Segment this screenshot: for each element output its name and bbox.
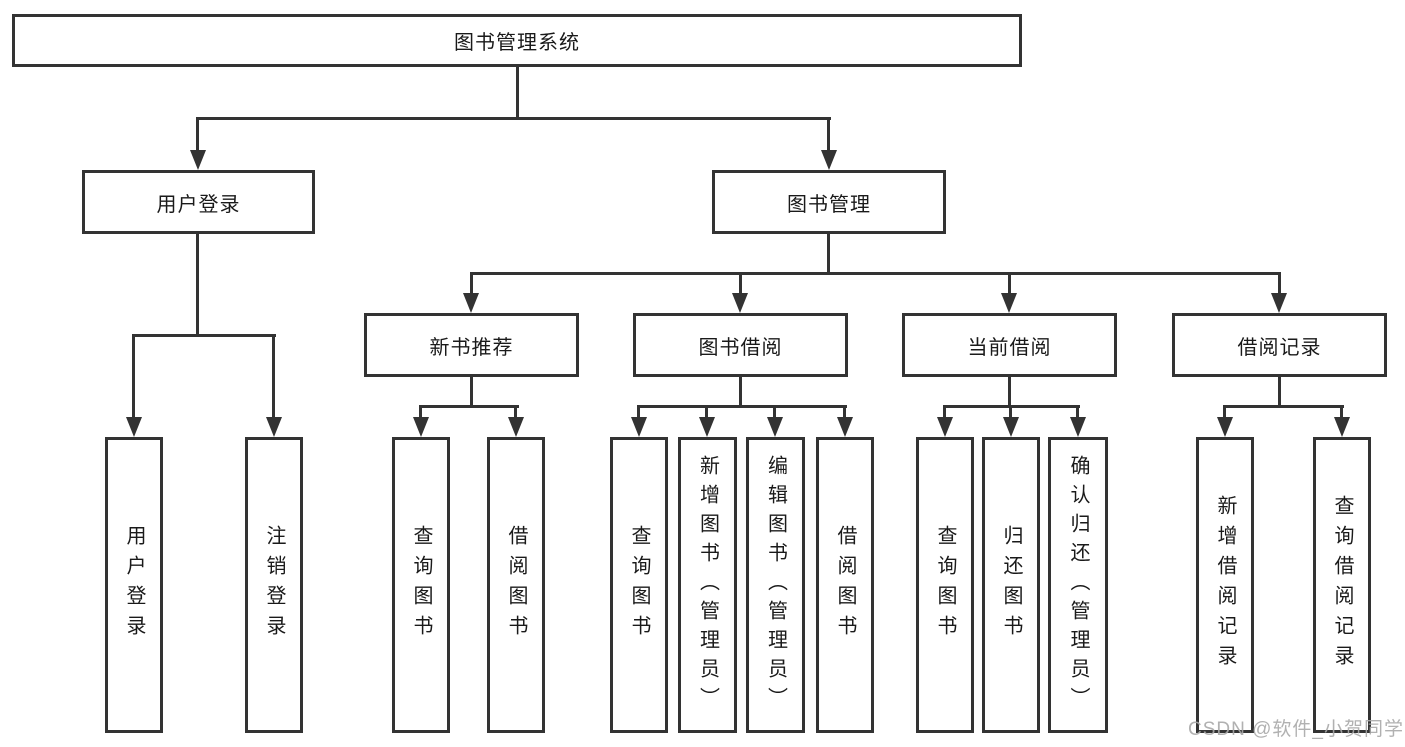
connector-line — [272, 334, 275, 417]
node-book-borrowing: 图书借阅 — [633, 313, 848, 377]
leaf-query-books-borrowing: 查询图书 — [610, 437, 668, 733]
leaf-query-books-current: 查询图书 — [916, 437, 974, 733]
connector-line — [514, 405, 517, 417]
arrow-down-icon — [631, 417, 647, 437]
connector-line — [132, 334, 135, 417]
arrow-down-icon — [1001, 293, 1017, 313]
node-current-borrowing: 当前借阅 — [902, 313, 1117, 377]
node-borrowing-records: 借阅记录 — [1172, 313, 1387, 377]
leaf-borrow-books-borrowing: 借阅图书 — [816, 437, 874, 733]
connector-line — [843, 405, 846, 417]
leaf-confirm-return-admin: 确认归还（管理员） — [1048, 437, 1108, 733]
connector-line — [637, 405, 640, 417]
connector-line — [516, 67, 519, 119]
arrow-down-icon — [1003, 417, 1019, 437]
leaf-edit-books-admin: 编辑图书（管理员） — [746, 437, 805, 733]
csdn-watermark: CSDN @软件_小贺同学 — [1188, 719, 1404, 740]
node-user-login: 用户登录 — [82, 170, 315, 234]
connector-line — [470, 377, 473, 408]
arrow-down-icon — [463, 293, 479, 313]
connector-line — [470, 272, 1281, 275]
connector-line — [1278, 377, 1281, 408]
connector-line — [1223, 405, 1344, 408]
connector-line — [196, 234, 199, 337]
arrow-down-icon — [821, 150, 837, 170]
leaf-query-borrow-record: 查询借阅记录 — [1313, 437, 1371, 733]
connector-line — [196, 117, 199, 150]
connector-line — [1076, 405, 1079, 417]
arrow-down-icon — [266, 417, 282, 437]
arrow-down-icon — [1217, 417, 1233, 437]
leaf-user-login: 用户登录 — [105, 437, 163, 733]
arrow-down-icon — [767, 417, 783, 437]
connector-line — [739, 377, 742, 408]
arrow-down-icon — [937, 417, 953, 437]
connector-line — [1223, 405, 1226, 417]
connector-line — [1008, 377, 1011, 408]
leaf-borrow-books-recommend: 借阅图书 — [487, 437, 545, 733]
connector-line — [1008, 272, 1011, 293]
connector-line — [637, 405, 847, 408]
arrow-down-icon — [1271, 293, 1287, 313]
connector-line — [470, 272, 473, 293]
connector-line — [196, 117, 831, 120]
node-new-book-recommendation: 新书推荐 — [364, 313, 579, 377]
connector-line — [773, 405, 776, 417]
connector-line — [827, 234, 830, 275]
arrow-down-icon — [413, 417, 429, 437]
connector-line — [1278, 272, 1281, 293]
connector-line — [1340, 405, 1343, 417]
connector-line — [827, 117, 830, 150]
arrow-down-icon — [837, 417, 853, 437]
connector-line — [739, 272, 742, 293]
connector-line — [1009, 405, 1012, 417]
connector-line — [705, 405, 708, 417]
node-library-management-system: 图书管理系统 — [12, 14, 1022, 67]
arrow-down-icon — [1334, 417, 1350, 437]
leaf-query-books-recommend: 查询图书 — [392, 437, 450, 733]
arrow-down-icon — [126, 417, 142, 437]
arrow-down-icon — [508, 417, 524, 437]
connector-line — [132, 334, 276, 337]
connector-line — [419, 405, 519, 408]
arrow-down-icon — [1070, 417, 1086, 437]
connector-line — [419, 405, 422, 417]
leaf-return-books: 归还图书 — [982, 437, 1040, 733]
node-book-management: 图书管理 — [712, 170, 946, 234]
arrow-down-icon — [699, 417, 715, 437]
leaf-add-books-admin: 新增图书（管理员） — [678, 437, 737, 733]
leaf-logout: 注销登录 — [245, 437, 303, 733]
leaf-add-borrow-record: 新增借阅记录 — [1196, 437, 1254, 733]
connector-line — [943, 405, 946, 417]
arrow-down-icon — [190, 150, 206, 170]
arrow-down-icon — [732, 293, 748, 313]
